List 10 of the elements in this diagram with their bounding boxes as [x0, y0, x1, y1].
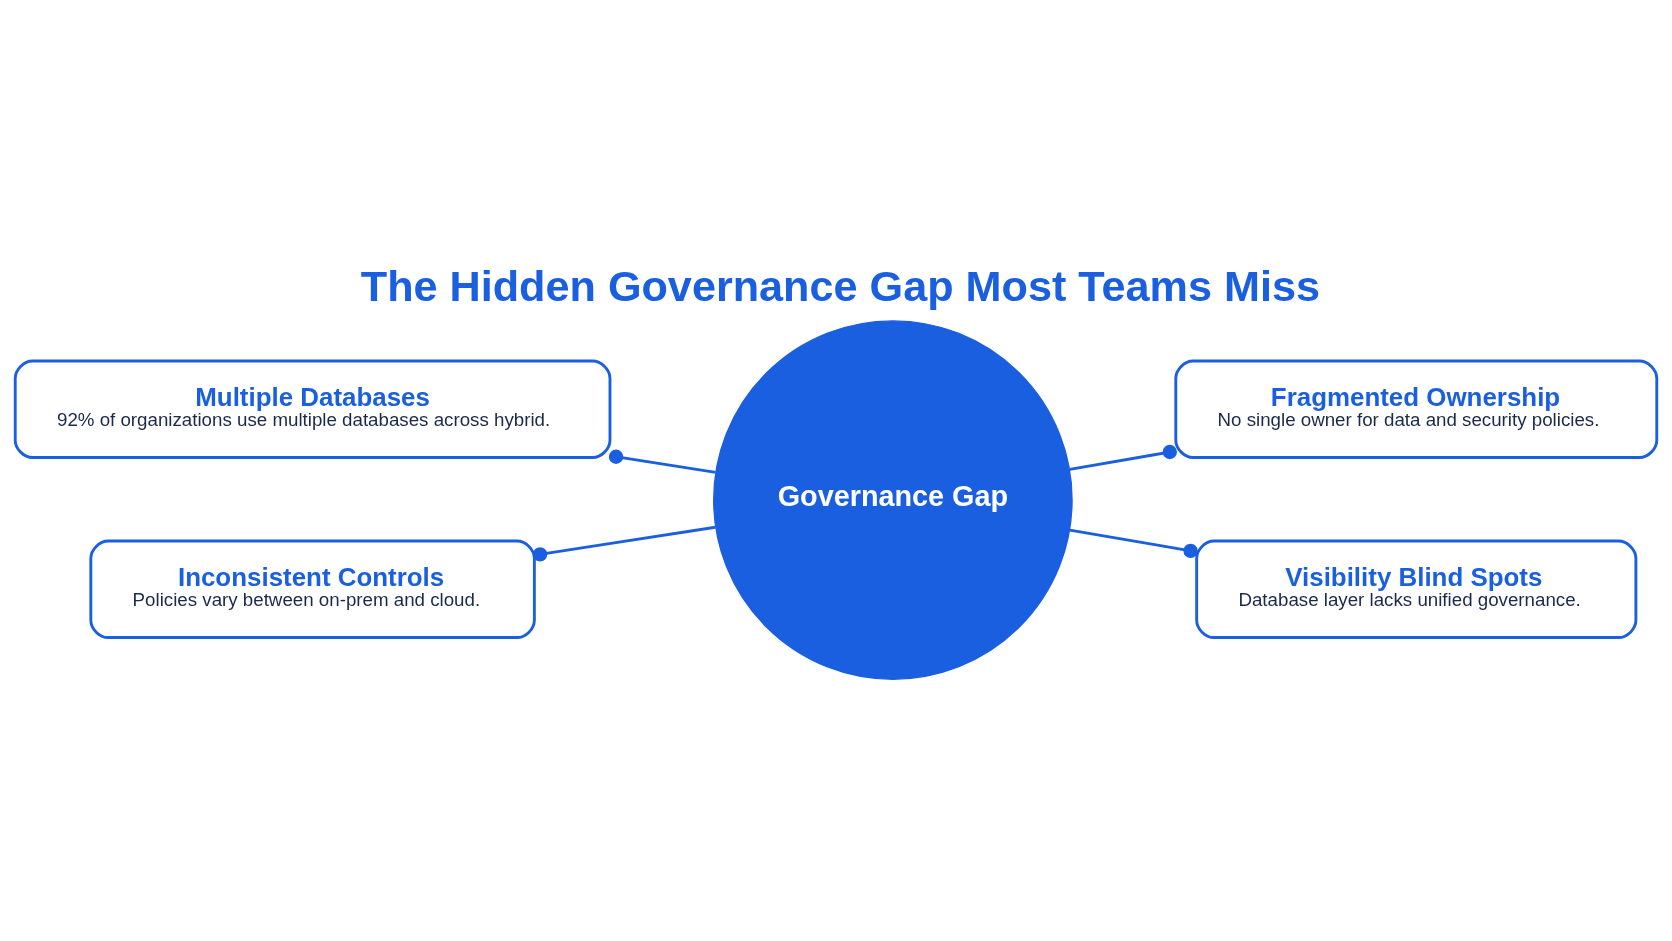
connector [1069, 444, 1177, 471]
diagram-title: The Hidden Governance Gap Most Teams Miss [360, 261, 1320, 310]
node-box: Visibility Blind Spots Database layer lacks unified governance. [1195, 539, 1638, 639]
node-box: Fragmented Ownership No single owner for data and security policies. [1174, 359, 1659, 459]
connector [608, 449, 716, 474]
connector [532, 525, 716, 562]
node-box: Inconsistent Controls Policies vary between on-prem and cloud. [89, 539, 536, 639]
connector [1069, 528, 1198, 559]
node-circle: Governance Gap [713, 320, 1073, 680]
node-box: Multiple Databases 92% of organizations use multiple databases across hybrid. [13, 359, 612, 459]
